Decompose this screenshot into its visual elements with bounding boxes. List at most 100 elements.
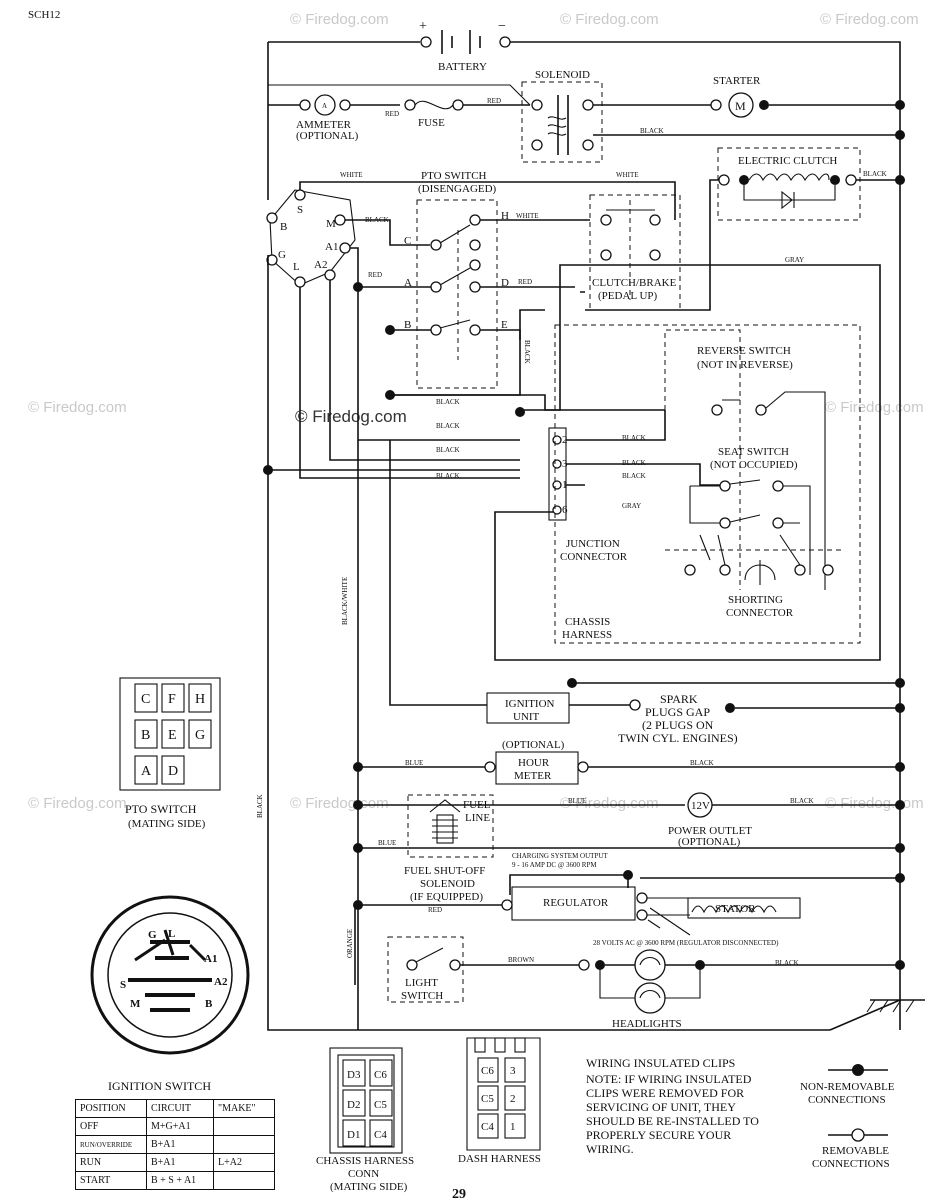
ignition-switch-label: IGNITION SWITCH <box>108 1079 211 1093</box>
pto-terminal-f: F <box>161 683 185 713</box>
fuse-terminal <box>404 99 416 111</box>
pto-terminal-label: D <box>168 764 178 779</box>
ignition-label-l: L <box>293 261 300 273</box>
watermark: © Firedog.com <box>820 11 919 28</box>
l-wire <box>299 287 520 479</box>
dash-pin: C6 <box>481 1065 494 1077</box>
ignition-label-a2: A2 <box>314 259 327 271</box>
clips-note: WIRING. <box>586 1142 634 1156</box>
pto-letter: B <box>404 319 411 331</box>
stator <box>687 897 801 919</box>
wire-color-label: BLACK <box>622 472 646 480</box>
wire-color-label: GRAY <box>622 502 641 510</box>
dash-pin: C5 <box>481 1093 494 1105</box>
wire-color-label: BROWN <box>508 956 534 964</box>
stator-label: STATOR <box>715 903 756 915</box>
a1-wire <box>350 247 520 441</box>
pto-terminal-label: H <box>195 692 205 707</box>
headlight-icon <box>634 982 666 1014</box>
ignition-face-a1: A1 <box>204 953 217 965</box>
pto-terminal-label: C <box>141 692 150 707</box>
regulator-label: REGULATOR <box>543 897 609 909</box>
table-cell: L+A2 <box>213 1153 275 1172</box>
m-wire <box>345 219 430 246</box>
table-cell: RUN/OVERRIDE <box>75 1135 147 1154</box>
ignition-unit-label: IGNITION <box>505 698 555 710</box>
dash-pin: 3 <box>510 1065 516 1077</box>
ignition-label-g: G <box>278 249 286 261</box>
wire-color-label: BLACK <box>775 959 799 967</box>
junction-pin: 1 <box>562 479 568 491</box>
table-cell <box>213 1171 275 1190</box>
table-cell <box>213 1117 275 1136</box>
pto-terminal-label: E <box>168 728 177 743</box>
chassis-conn-pin: D2 <box>347 1099 360 1111</box>
stator-coil-icon <box>691 905 777 914</box>
pto-terminal-g: G <box>188 719 212 749</box>
table-cell: RUN <box>75 1153 147 1172</box>
ignition-terminal-a1 <box>339 242 351 254</box>
shorting-connector-icon <box>744 560 776 585</box>
ignition-face-l: L <box>168 928 175 940</box>
wire-color-label: BLACK <box>622 434 646 442</box>
ignition-unit-wires <box>569 682 900 706</box>
pto-mating-box <box>119 677 221 791</box>
clutch-brake-box <box>589 194 681 311</box>
ignition-label-s: S <box>297 204 303 216</box>
pto-letter: D <box>501 277 509 289</box>
measurement-arrow <box>647 907 691 936</box>
junction-pin: 2 <box>562 434 568 446</box>
light-switch-box <box>387 936 464 1003</box>
chassis-conn-pin: C6 <box>374 1069 387 1081</box>
chassis-harness-box <box>554 324 861 644</box>
wire-color-label: RED <box>518 278 532 286</box>
hour-meter-label2: METER <box>514 770 552 782</box>
dash-pin: 2 <box>510 1093 516 1105</box>
pto-terminal-b: B <box>134 719 158 749</box>
wire-color-label: BLACK <box>436 398 460 406</box>
dash-pin: C4 <box>481 1121 494 1133</box>
headlight-filament <box>639 956 661 999</box>
watermark: © Firedog.com <box>560 795 659 812</box>
seat-switch-contacts <box>689 479 811 575</box>
table-header: CIRCUIT <box>146 1099 214 1118</box>
regulator <box>511 886 636 921</box>
left-frame-wire <box>267 260 830 1031</box>
ammeter-terminal <box>299 99 311 111</box>
black-wire <box>390 394 665 411</box>
wire-color-label: WHITE <box>516 212 539 220</box>
clips-note: PROPERLY SECURE YOUR <box>586 1128 731 1142</box>
solenoid-box <box>521 81 603 163</box>
pto-terminal-c: C <box>134 683 158 713</box>
ignition-face-g: G <box>148 929 157 941</box>
wire-color-label: BLACK <box>436 422 460 430</box>
ignition-terminal-l <box>294 276 306 288</box>
seat-switch-label: SEAT SWITCH <box>718 446 789 458</box>
wire-color-label: BLUE <box>568 797 586 805</box>
solenoid-feed-wire <box>268 84 531 106</box>
diode-icon <box>781 190 795 210</box>
wire-color-label: GRAY <box>785 256 804 264</box>
pto-switch-contacts <box>439 224 471 329</box>
shorting-label: SHORTING <box>728 594 783 606</box>
fuel-label: FUEL <box>463 799 491 811</box>
wire-color-label: BLACK <box>640 127 664 135</box>
clutch-coil-icon <box>748 173 830 182</box>
ammeter-label: AMMETER <box>296 119 352 131</box>
reverse-switch-actuator <box>664 329 741 590</box>
ignition-terminal-a2 <box>324 269 336 281</box>
pedal-up-label: (PEDAL UP) <box>598 290 658 302</box>
fuse-icon <box>414 100 454 110</box>
pto-terminal-label: F <box>168 692 176 707</box>
power-outlet-12v: 12V <box>691 800 710 812</box>
fuse-terminal <box>452 99 464 111</box>
watermark: © Firedog.com <box>560 11 659 28</box>
legend-non-removable2: CONNECTIONS <box>808 1094 886 1106</box>
ignition-face-b: B <box>205 998 213 1010</box>
clutch-brake-label: CLUTCH/BRAKE <box>592 277 677 289</box>
pto-terminal-h: H <box>188 683 212 713</box>
pto-terminal-label: B <box>141 728 150 743</box>
table-cell: M+G+A1 <box>146 1117 214 1136</box>
pto-switch-label: PTO SWITCH <box>421 170 487 182</box>
